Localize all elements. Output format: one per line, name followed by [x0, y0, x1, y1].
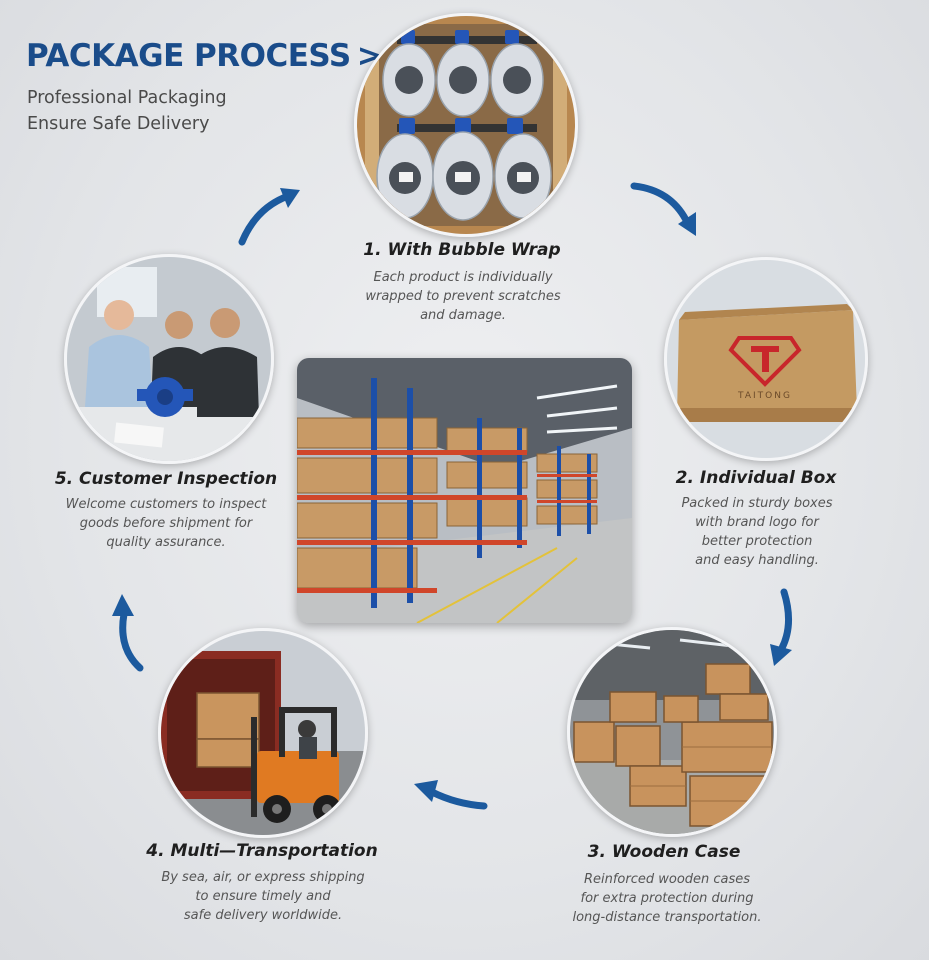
- individual-box-photo: TAITONG: [664, 257, 868, 461]
- step-5-title: 5. Customer Inspection: [54, 469, 278, 489]
- subtitle-line: Ensure Safe Delivery: [27, 114, 210, 134]
- subtitle-line: Professional Packaging: [27, 88, 227, 108]
- wooden-case-photo: [567, 627, 777, 837]
- warehouse-photo: [297, 358, 632, 623]
- page-subtitle: Professional Packaging Ensure Safe Deliv…: [27, 85, 227, 137]
- page-title: PACKAGE PROCESS>>: [26, 38, 408, 74]
- step-1-title: 1. With Bubble Wrap: [363, 240, 561, 260]
- cycle-arrow-icon: [106, 592, 146, 672]
- bubble-wrap-photo: [354, 13, 578, 237]
- step-3-title: 3. Wooden Case: [587, 842, 741, 862]
- cycle-arrow-icon: [630, 180, 700, 240]
- inspection-photo: [64, 254, 274, 464]
- box-logo-text: TAITONG: [737, 391, 792, 401]
- step-4-title: 4. Multi—Transportation: [146, 841, 378, 861]
- cycle-arrow-icon: [762, 588, 802, 668]
- cycle-arrow-icon: [410, 776, 490, 816]
- transportation-photo: [158, 628, 368, 838]
- cycle-arrow-icon: [236, 186, 306, 246]
- step-2-title: 2. Individual Box: [675, 468, 837, 488]
